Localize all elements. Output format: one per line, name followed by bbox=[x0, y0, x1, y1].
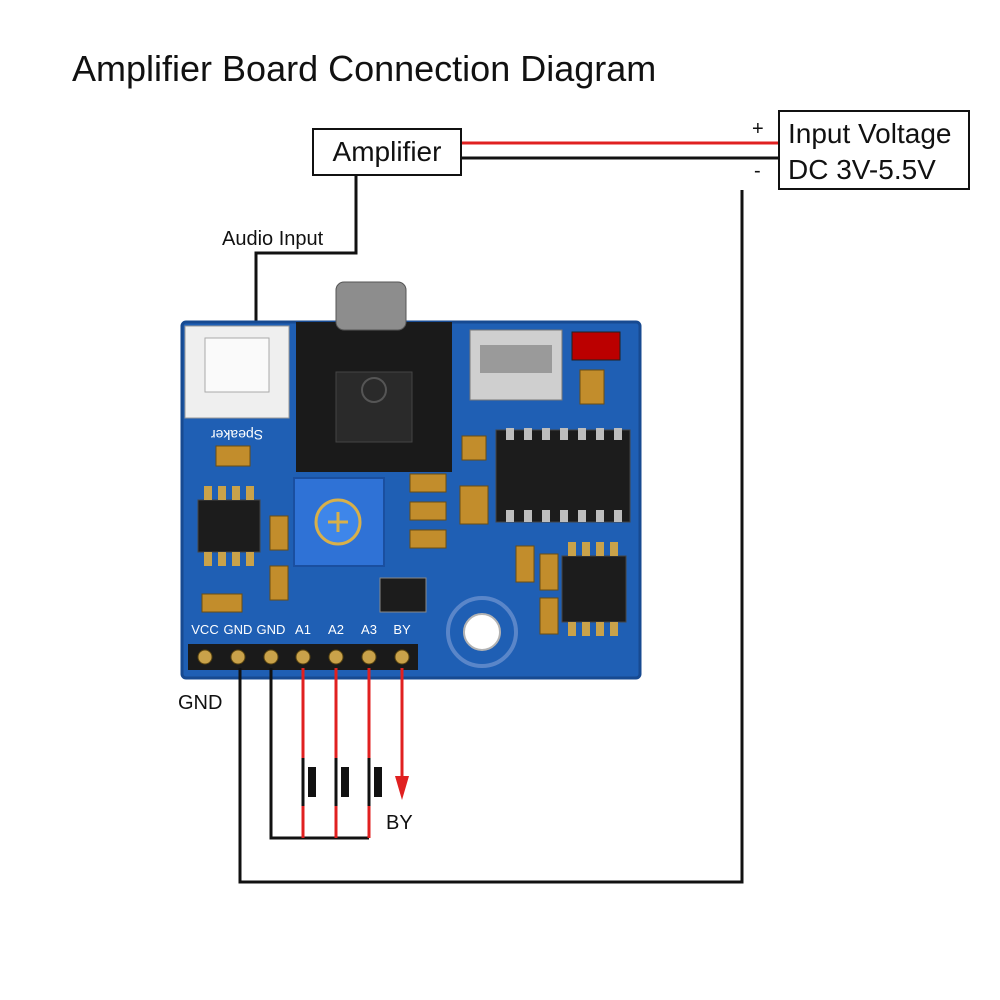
pin-label-a3: A3 bbox=[361, 622, 377, 637]
speaker-silk: Speaker bbox=[211, 427, 263, 443]
gnd-label: GND bbox=[178, 692, 223, 714]
jack-hole bbox=[361, 377, 387, 403]
smd-components bbox=[201, 369, 605, 635]
pin-label-gnd1: GND bbox=[224, 622, 253, 637]
audio-input-label: Audio Input bbox=[222, 228, 324, 250]
pin-label-vcc: VCC bbox=[191, 622, 218, 637]
jack-body bbox=[335, 371, 413, 443]
chip-u1-pins bbox=[204, 486, 254, 566]
potentiometer bbox=[293, 477, 385, 567]
jack-barrel bbox=[335, 281, 407, 331]
usb-opening bbox=[480, 345, 552, 373]
input-voltage-label: Input Voltage bbox=[788, 118, 952, 149]
pin-label-gnd2: GND bbox=[257, 622, 286, 637]
mounting-hole-ring bbox=[446, 596, 518, 668]
minus-sign: - bbox=[754, 160, 761, 182]
pin-label-a2: A2 bbox=[328, 622, 344, 637]
chip-u3 bbox=[561, 555, 627, 623]
by-label: BY bbox=[386, 812, 413, 834]
button-a3 bbox=[367, 758, 382, 806]
resistor-array bbox=[379, 577, 427, 613]
button-ground-wire bbox=[269, 668, 369, 840]
by-arrow bbox=[395, 776, 409, 800]
chip-u2-pins bbox=[506, 428, 622, 522]
input-voltage-range: DC 3V-5.5V bbox=[788, 154, 936, 185]
page-title: Amplifier Board Connection Diagram bbox=[72, 48, 657, 89]
led bbox=[571, 331, 621, 361]
chip-u1 bbox=[197, 499, 261, 553]
trigger-wires bbox=[301, 668, 404, 838]
header-pins bbox=[197, 649, 410, 665]
chip-u2 bbox=[495, 429, 631, 523]
chip-u3-pins bbox=[568, 542, 618, 636]
mounting-hole bbox=[463, 613, 501, 651]
plus-sign: + bbox=[752, 118, 764, 140]
amplifier-board: Speaker bbox=[180, 281, 642, 680]
button-a1 bbox=[301, 758, 316, 806]
button-a2 bbox=[334, 758, 349, 806]
pin-label-a1: A1 bbox=[295, 622, 311, 637]
pin-label-by: BY bbox=[393, 622, 411, 637]
input-voltage-box: Input Voltage DC 3V-5.5V bbox=[778, 110, 970, 190]
amplifier-label: Amplifier bbox=[332, 136, 442, 167]
speaker-socket bbox=[204, 337, 270, 393]
amplifier-box: Amplifier bbox=[312, 128, 462, 176]
push-buttons bbox=[301, 758, 382, 806]
audio-input-wire bbox=[254, 176, 358, 345]
